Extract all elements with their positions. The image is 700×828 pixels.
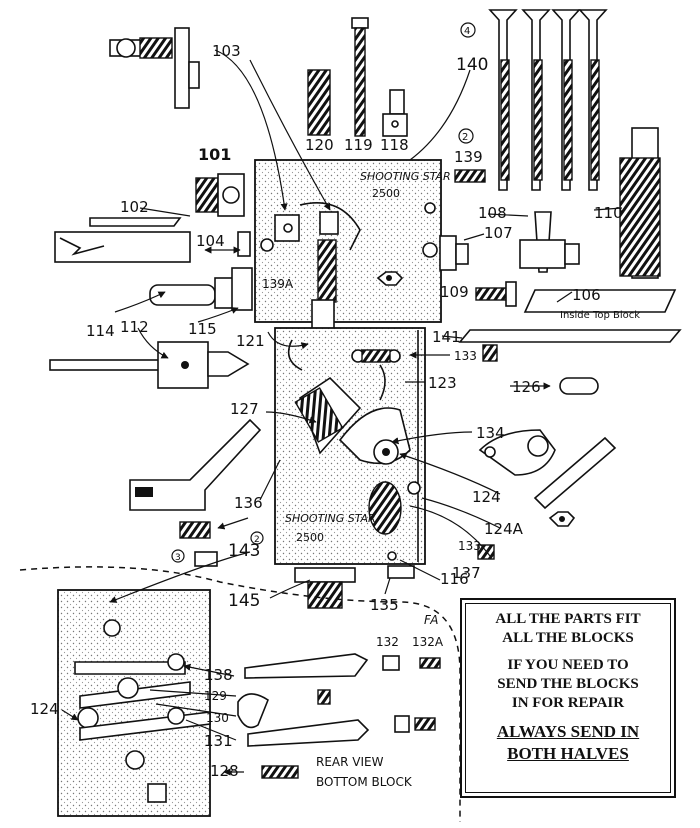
callout-106: 106	[572, 286, 601, 304]
callout-127: 127	[230, 400, 259, 418]
callout-126: 126	[512, 378, 541, 396]
callout-107: 107	[484, 224, 513, 242]
callout-132a: 132A	[412, 635, 444, 649]
callout-140: 140	[456, 55, 488, 75]
top-block-name: SHOOTING STAR	[360, 170, 451, 183]
initials: FA	[424, 613, 438, 627]
qty-139: 2	[462, 132, 468, 143]
leader-lines	[61, 49, 623, 776]
callout-134: 134	[476, 424, 505, 442]
bottom-block-model: 2500	[296, 531, 324, 544]
qty-143: 2	[254, 535, 260, 545]
callout-129: 129	[204, 689, 227, 703]
callout-124: 124	[472, 488, 501, 506]
callout-143: 143	[228, 541, 260, 561]
callout-115: 115	[188, 320, 217, 338]
callout-112: 112	[120, 318, 149, 336]
notice-line-6: ALWAYS SEND IN	[496, 722, 640, 741]
callout-133: 133	[454, 349, 477, 363]
callout-116: 116	[440, 570, 469, 588]
bottom-fitting	[294, 565, 415, 609]
callout-139a: 139A	[262, 277, 294, 291]
callout-104: 104	[196, 232, 225, 250]
callout-131: 131	[204, 732, 233, 750]
callout-133-lower: 133	[458, 539, 481, 553]
top-block	[254, 159, 442, 343]
callout-110: 110	[594, 204, 623, 222]
bottom-block	[274, 327, 426, 565]
inside-top-block-label: Inside Top Block	[560, 310, 640, 321]
callout-109: 109	[440, 283, 469, 301]
qty-143-b: 3	[175, 553, 181, 563]
callout-132: 132	[376, 635, 399, 649]
rear-view-label-line2: BOTTOM BLOCK	[316, 775, 413, 789]
callout-145: 145	[228, 591, 260, 611]
top-block-model: 2500	[372, 187, 400, 200]
callout-124-rear: 124	[30, 700, 59, 718]
top-parts	[49, 9, 682, 567]
callout-123: 123	[428, 374, 457, 392]
callout-101: 101	[198, 145, 231, 164]
callout-118: 118	[380, 136, 409, 154]
callout-135: 135	[370, 596, 399, 614]
callout-138: 138	[204, 666, 233, 684]
rear-view-bottom-block	[57, 589, 211, 817]
callout-114: 114	[86, 322, 115, 340]
notice-line-4: SEND THE BLOCKS	[497, 676, 639, 692]
callout-103: 103	[212, 42, 241, 60]
callout-119: 119	[344, 136, 373, 154]
callout-130: 130	[206, 711, 229, 725]
callout-124a: 124A	[484, 520, 524, 538]
notice-line-5: IN FOR REPAIR	[511, 695, 625, 711]
callout-136: 136	[234, 494, 263, 512]
notice-line-2: ALL THE BLOCKS	[502, 630, 634, 646]
bottom-block-name: SHOOTING STAR	[285, 512, 376, 525]
rear-view-label-line1: REAR VIEW	[316, 755, 384, 769]
callout-102: 102	[120, 198, 149, 216]
callout-108: 108	[478, 204, 507, 222]
callout-120: 120	[305, 136, 334, 154]
callout-labels: 101 102 103 104 106 107 108 109 110 112 …	[30, 22, 623, 780]
callout-137: 137	[452, 564, 481, 582]
callout-141: 141	[432, 328, 461, 346]
qty-140: 4	[464, 26, 470, 37]
callout-139: 139	[454, 148, 483, 166]
notice-line-3: IF YOU NEED TO	[507, 657, 629, 673]
notice-line-1: ALL THE PARTS FIT	[495, 611, 641, 627]
notice-box: ALL THE PARTS FIT ALL THE BLOCKS IF YOU …	[460, 598, 676, 798]
callout-121: 121	[236, 332, 265, 350]
dashed-separator	[19, 566, 461, 822]
notice-line-7: BOTH HALVES	[507, 744, 629, 763]
rear-parts	[237, 653, 441, 779]
callout-128: 128	[210, 762, 239, 780]
